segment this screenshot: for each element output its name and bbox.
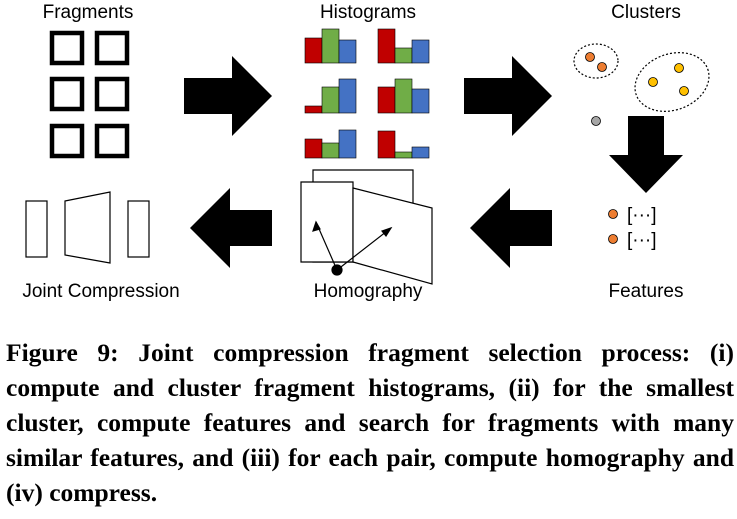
label-fragments: Fragments xyxy=(43,2,134,23)
histograms-grid xyxy=(304,28,430,159)
fragment-tile xyxy=(49,123,85,159)
homography-vector xyxy=(336,227,392,271)
histogram-bar-blue xyxy=(338,39,357,64)
fragment-tile xyxy=(49,30,85,66)
histogram xyxy=(304,129,357,159)
histogram-bar-red xyxy=(304,138,323,159)
histogram xyxy=(304,28,357,64)
large-cluster-point xyxy=(674,63,684,73)
small-cluster-point xyxy=(597,62,607,72)
pipeline-diagram: Fragments Histograms Clusters Features H… xyxy=(22,2,710,302)
input-frame xyxy=(25,200,48,258)
histogram xyxy=(377,130,430,159)
flow-arrows xyxy=(184,56,683,268)
arrow-down-icon xyxy=(609,116,683,193)
fragment-tile xyxy=(94,123,130,159)
fragment-tile xyxy=(94,30,130,66)
fragment-tile xyxy=(94,76,130,112)
homography-panel xyxy=(300,169,433,285)
small-cluster-point xyxy=(585,52,595,62)
histogram-bar-red xyxy=(377,28,396,64)
large-cluster-point xyxy=(679,86,689,96)
fragment-tile xyxy=(49,76,85,112)
histogram-bar-blue xyxy=(411,88,430,114)
histogram xyxy=(377,28,430,64)
histogram-bar-green xyxy=(321,142,340,159)
fragments-grid xyxy=(49,30,130,159)
histogram-bar-blue xyxy=(338,78,357,114)
label-joint-compression: Joint Compression xyxy=(22,281,179,302)
compression-trapezoid xyxy=(64,191,111,264)
label-clusters: Clusters xyxy=(611,2,681,23)
small-cluster-outline xyxy=(573,43,619,79)
histogram xyxy=(304,78,357,114)
histogram-bar-red xyxy=(377,130,396,159)
arrow-left-icon xyxy=(470,188,552,268)
clusters-panel xyxy=(573,43,710,126)
output-frame xyxy=(127,200,150,258)
figure-caption: Figure 9: Joint compression fragment sel… xyxy=(6,338,734,507)
homography-warped-frame xyxy=(352,187,433,285)
histogram-bar-red xyxy=(377,86,396,114)
feature-point xyxy=(608,234,618,244)
large-cluster-outline xyxy=(634,52,710,112)
histogram-bar-green xyxy=(321,86,340,114)
features-panel: [···] [···] xyxy=(608,205,657,251)
feature-vector: [···] xyxy=(627,205,657,226)
histogram-bar-green xyxy=(394,47,413,64)
histogram-bar-red xyxy=(304,37,323,64)
arrow-right-icon xyxy=(184,56,272,136)
histogram-bar-blue xyxy=(411,39,430,64)
homography-origin-point xyxy=(331,264,343,276)
feature-vector: [···] xyxy=(627,230,657,251)
outlier-point xyxy=(591,116,601,126)
histogram-bar-green xyxy=(394,151,413,159)
label-histograms: Histograms xyxy=(320,2,416,23)
arrow-left-icon xyxy=(190,188,272,268)
arrow-right-icon xyxy=(464,56,552,136)
histogram-bar-red xyxy=(304,105,323,114)
label-features: Features xyxy=(609,281,684,302)
histogram-bar-green xyxy=(394,78,413,114)
homography-arrowhead xyxy=(380,226,393,238)
histogram-bar-blue xyxy=(411,146,430,159)
label-homography: Homography xyxy=(314,281,423,302)
histogram xyxy=(377,78,430,114)
homography-left-frame xyxy=(300,181,354,263)
homography-arrowhead xyxy=(312,220,321,232)
homography-vector xyxy=(315,221,338,271)
large-cluster-point xyxy=(648,77,658,87)
feature-point xyxy=(608,209,618,219)
joint-compression-panel xyxy=(25,191,150,264)
histogram-bar-green xyxy=(321,28,340,64)
histogram-bar-blue xyxy=(338,129,357,159)
